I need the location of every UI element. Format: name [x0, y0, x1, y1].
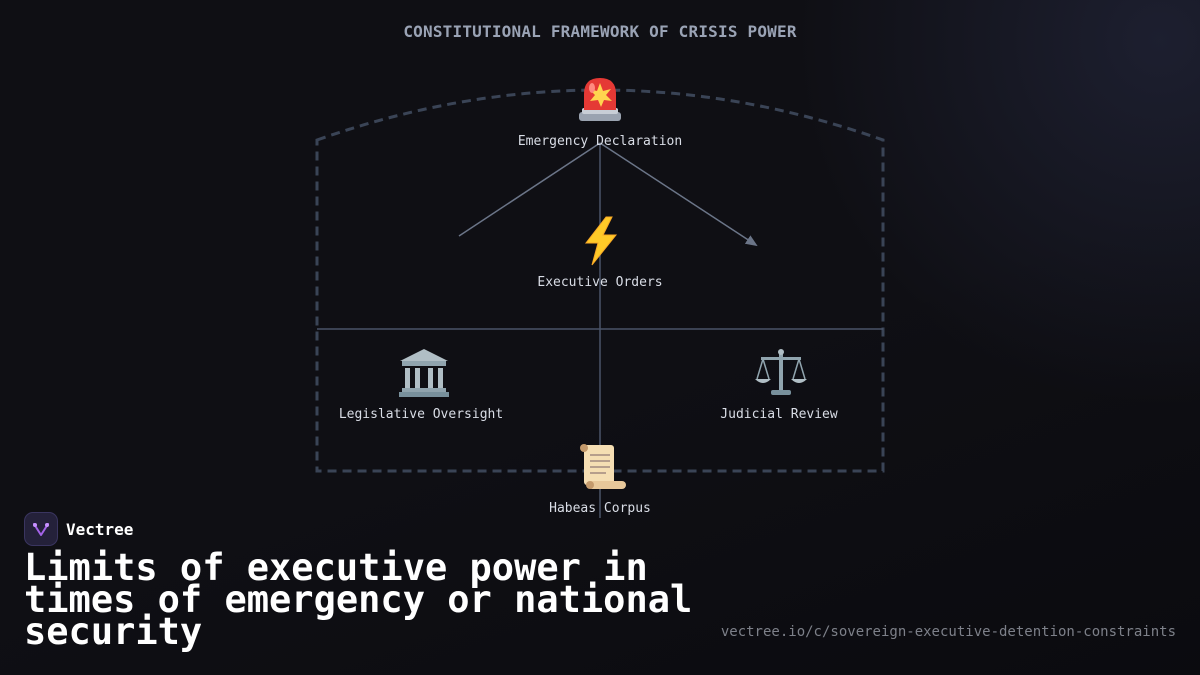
vectree-logo-icon: [24, 512, 58, 546]
connector-right-arrow: [599, 142, 758, 247]
node-executive-orders: Executive Orders: [480, 215, 720, 290]
dashed-boundary: [315, 88, 885, 473]
node-label: Emergency Declaration: [517, 134, 683, 149]
node-legislative-oversight: Legislative Oversight: [301, 347, 541, 422]
diagram-title: CONSTITUTIONAL FRAMEWORK OF CRISIS POWER: [403, 22, 797, 41]
brand-name: Vectree: [66, 519, 134, 539]
node-label: Legislative Oversight: [338, 407, 504, 422]
node-label: Habeas Corpus: [549, 501, 651, 516]
balance-scale-icon: [755, 349, 807, 395]
lightning-icon: [584, 216, 618, 266]
source-url[interactable]: vectree.io/c/sovereign-executive-detenti…: [720, 624, 1176, 640]
node-habeas-corpus: Habeas Corpus: [480, 441, 720, 516]
node-judicial-review: Judicial Review: [659, 347, 899, 422]
scroll-icon: [580, 444, 626, 489]
node-emergency-declaration: Emergency Declaration: [480, 74, 720, 149]
brand: Vectree: [24, 512, 133, 546]
headline: Limits of executive power in times of em…: [24, 546, 693, 653]
classical-building-icon: [399, 349, 449, 397]
node-label: Judicial Review: [720, 407, 838, 422]
node-label: Executive Orders: [537, 275, 663, 290]
connector-left: [458, 142, 601, 237]
police-light-icon: [579, 78, 621, 121]
